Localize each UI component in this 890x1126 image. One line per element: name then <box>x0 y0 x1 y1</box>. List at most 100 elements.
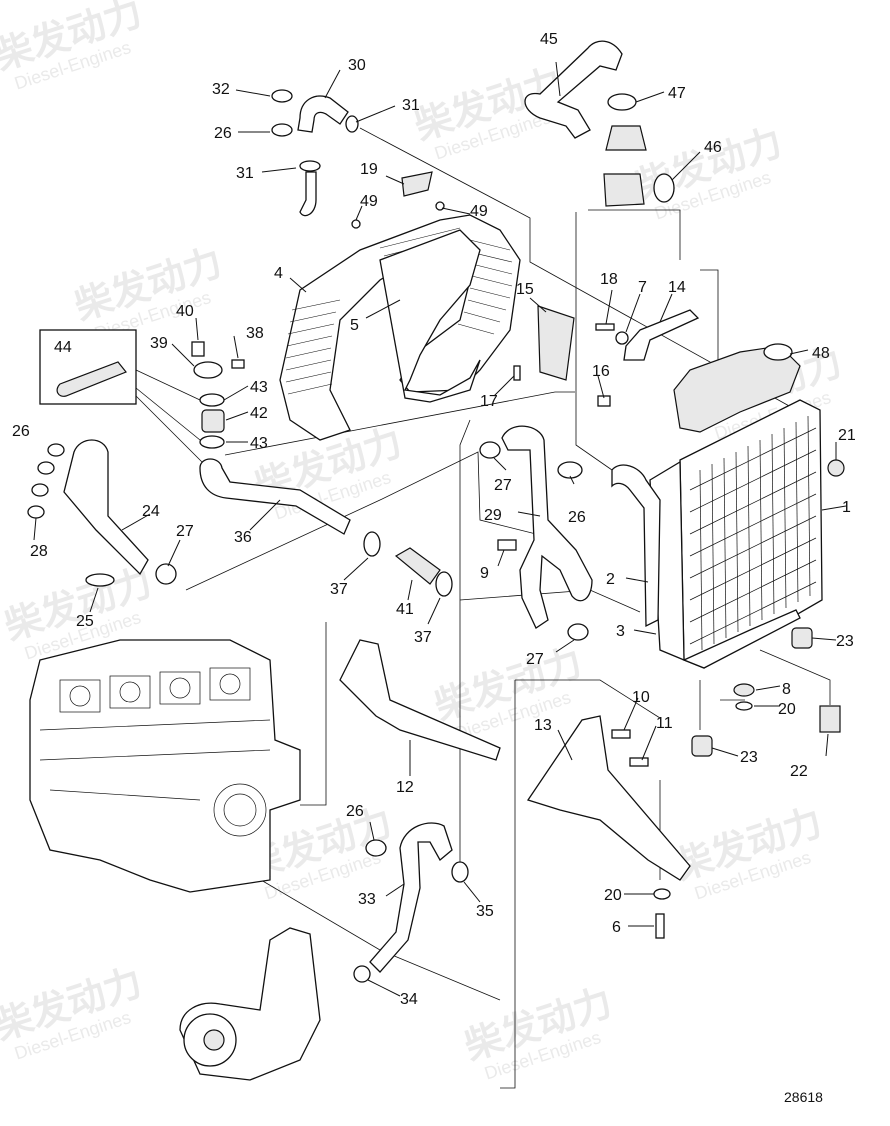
callout-27-left: 27 <box>176 523 194 540</box>
callout-37-left: 37 <box>330 581 348 598</box>
clip-26-mid <box>557 461 583 479</box>
hose-30 <box>297 95 349 133</box>
mount-23-upper <box>791 627 813 649</box>
pump-pulley-hub <box>203 1029 225 1051</box>
callout-20-lower: 20 <box>604 887 622 904</box>
callout-26-top: 26 <box>214 125 232 142</box>
callout-18: 18 <box>600 271 618 288</box>
clamp-37-right <box>435 571 453 597</box>
callout-40: 40 <box>176 303 194 320</box>
callout-16: 16 <box>592 363 610 380</box>
callout-8: 8 <box>782 681 791 698</box>
middle-hose-group <box>479 425 593 641</box>
callout-26-mid: 26 <box>568 509 586 526</box>
callout-19: 19 <box>360 161 378 178</box>
callout-7: 7 <box>638 279 647 296</box>
callout-9: 9 <box>480 565 489 582</box>
left-hose-group <box>27 329 453 597</box>
callout-20-upper: 20 <box>778 701 796 718</box>
ring-43-bottom <box>199 435 225 449</box>
bolt-10 <box>611 729 631 739</box>
clamp-34 <box>353 965 371 983</box>
callout-43-bottom: 43 <box>250 435 268 452</box>
pin-17 <box>513 365 521 381</box>
callout-2: 2 <box>606 571 615 588</box>
callout-13: 13 <box>534 717 552 734</box>
clamp-47 <box>607 93 637 111</box>
clamp-37-left <box>363 531 381 557</box>
callout-36: 36 <box>234 529 252 546</box>
callout-47: 47 <box>668 85 686 102</box>
bracket-15 <box>537 305 575 381</box>
callout-42: 42 <box>250 405 268 422</box>
washer-7 <box>615 331 629 345</box>
callout-14: 14 <box>668 279 686 296</box>
clamp-27-top <box>479 441 501 459</box>
callout-23-lower: 23 <box>740 749 758 766</box>
mount-23-lower <box>691 735 713 757</box>
callout-39: 39 <box>150 335 168 352</box>
screw-38 <box>231 359 245 369</box>
fan-shroud-group <box>279 171 521 441</box>
clip-26-left-c <box>31 483 49 497</box>
callout-31-top: 31 <box>402 97 420 114</box>
clip-32 <box>271 89 293 103</box>
clip-26-left-a <box>47 443 65 457</box>
callout-28: 28 <box>30 543 48 560</box>
connector-41 <box>394 547 441 585</box>
callout-1: 1 <box>842 499 851 516</box>
clamp-27-lower <box>567 623 589 641</box>
callout-5: 5 <box>350 317 359 334</box>
radiator-foot <box>682 609 801 669</box>
callout-44: 44 <box>54 339 72 356</box>
callout-11: 11 <box>656 715 673 732</box>
callout-41: 41 <box>396 601 414 618</box>
bracket-13 <box>526 715 691 881</box>
callout-15: 15 <box>516 281 534 298</box>
bracket-12 <box>339 639 501 761</box>
clamp-35 <box>451 861 469 883</box>
ring-43-top <box>199 393 225 407</box>
watermark-1: 柴发动力 Diesel-Engines <box>0 0 147 94</box>
bolt-16 <box>597 395 611 407</box>
callout-12: 12 <box>396 779 414 796</box>
tank-cap <box>763 343 793 361</box>
callout-23-right: 23 <box>836 633 854 650</box>
callout-32: 32 <box>212 81 230 98</box>
callout-27-lower: 27 <box>526 651 544 668</box>
callout-22: 22 <box>790 763 808 780</box>
callout-48: 48 <box>812 345 830 362</box>
hose-33 <box>369 822 453 973</box>
hose-45 <box>524 40 623 139</box>
callout-49-right: 49 <box>470 203 488 220</box>
clamp-27-left <box>155 563 177 585</box>
drain-22 <box>819 705 841 733</box>
fan-guard-5 <box>379 229 481 403</box>
callout-29: 29 <box>484 507 502 524</box>
callout-38: 38 <box>246 325 264 342</box>
callout-3: 3 <box>616 623 625 640</box>
clamp-46 <box>653 173 675 203</box>
tube-44 <box>56 361 127 397</box>
clamp-31-top <box>345 115 359 133</box>
thermostat-housing-top <box>605 125 647 151</box>
callout-10: 10 <box>632 689 650 706</box>
engine-detail <box>39 667 271 837</box>
callout-26-lower: 26 <box>346 803 364 820</box>
bracket-13-group <box>526 627 841 939</box>
clip-28 <box>27 505 45 519</box>
leader-lines <box>33 61 847 997</box>
radiator-core-grid <box>689 415 817 651</box>
coolant-pipe-2 <box>611 464 661 628</box>
callout-31-lower: 31 <box>236 165 254 182</box>
callout-33: 33 <box>358 891 376 908</box>
callout-37-right: 37 <box>414 629 432 646</box>
hose-29 <box>501 425 593 629</box>
diagram-reference-number: 28618 <box>784 1089 823 1105</box>
clip-26-left-b <box>37 461 55 475</box>
bolt-18 <box>595 323 615 331</box>
engine-block-outline <box>29 639 301 893</box>
callout-43-top: 43 <box>250 379 268 396</box>
washer-20-lower <box>653 888 671 900</box>
